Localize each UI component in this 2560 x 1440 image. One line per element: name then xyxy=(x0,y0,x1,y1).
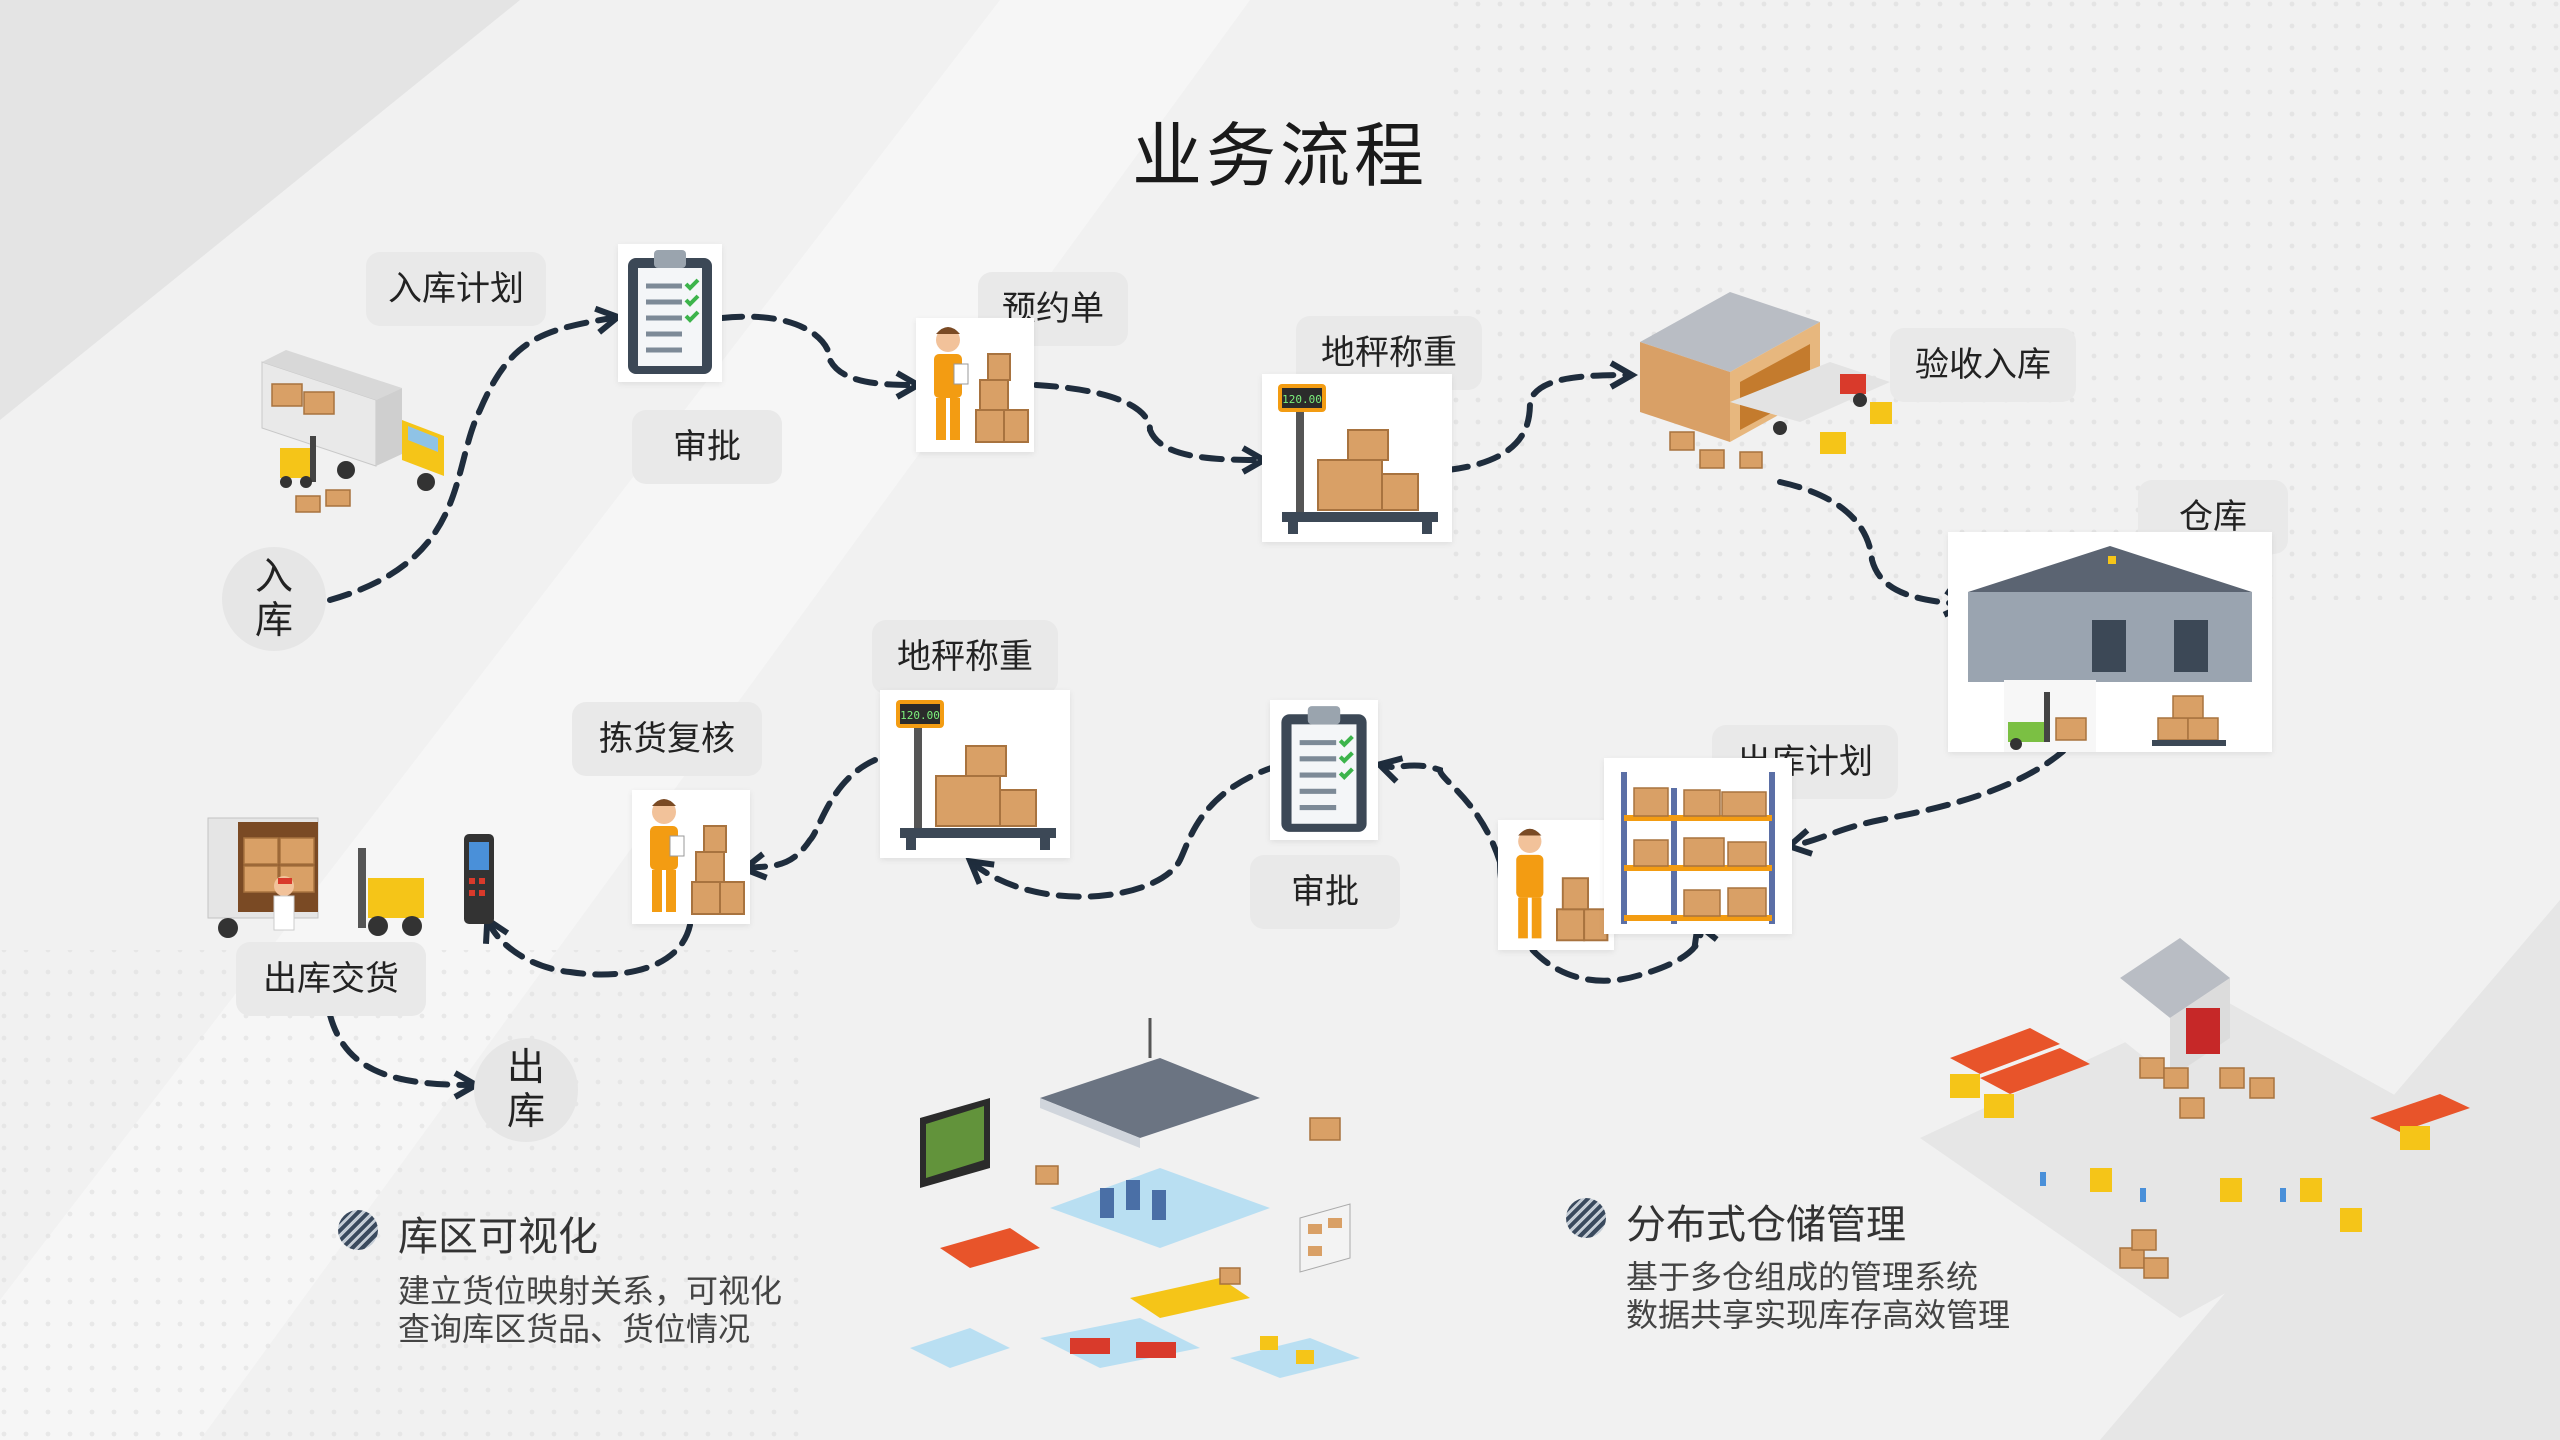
outbound-plan-card xyxy=(1498,820,1614,950)
end-node-line2: 库 xyxy=(506,1089,545,1133)
feature-desc-visual-2: 查询库区货品、货位情况 xyxy=(398,1310,751,1348)
feature-desc-distributed-1: 基于多仓组成的管理系统 xyxy=(1626,1258,1979,1296)
feature-bullet-icon-visual xyxy=(338,1210,378,1250)
feature-desc-visual-1: 建立货位映射关系，可视化 xyxy=(398,1272,783,1310)
inbound-truck-illustration xyxy=(261,350,444,513)
label-outbound-approve: 审批 xyxy=(1250,855,1400,929)
delivery-illustration xyxy=(207,817,494,938)
worker-boxes-icon-appointment xyxy=(916,318,1034,452)
warehouse-card xyxy=(1948,532,2272,752)
arrow-warehouse-to-outplan xyxy=(1783,725,2088,857)
accept-warehouse-illustration xyxy=(1640,292,1892,469)
feature-bullet-icon-distributed xyxy=(1566,1198,1606,1238)
label-accept: 验收入库 xyxy=(1890,328,2076,402)
arrow-deliver-to-end xyxy=(327,1012,483,1100)
feature-desc-distributed-2: 数据共享实现库存高效管理 xyxy=(1626,1296,2011,1334)
feature-title-visual: 库区可视化 xyxy=(398,1214,598,1260)
arrow-accept-to-warehouse xyxy=(1777,479,1973,618)
arrow-plan-to-appointment xyxy=(719,313,925,400)
storage-rack-card xyxy=(1604,758,1792,934)
label-appointment: 预约单 xyxy=(978,272,1128,346)
label-inbound-approve: 审批 xyxy=(632,410,782,484)
arrow-approve-to-weigh xyxy=(965,762,1283,900)
arrow-weigh-to-pick xyxy=(738,757,878,881)
start-node-line2: 库 xyxy=(254,598,293,642)
start-node-line1: 入 xyxy=(254,554,293,599)
label-pick-check: 拣货复核 xyxy=(572,702,762,776)
clipboard-icon-inbound xyxy=(618,244,722,382)
end-node-line1: 出 xyxy=(506,1045,545,1090)
scale-icon-inbound: 120.00 xyxy=(1262,374,1452,542)
worker-boxes-icon-pick xyxy=(632,790,750,924)
start-node-inbound: 入 库 xyxy=(222,547,326,651)
clipboard-icon-outbound xyxy=(1270,700,1378,840)
scale-icon-outbound: 120.00 xyxy=(880,690,1070,858)
arrow-pick-to-deliver xyxy=(482,914,693,978)
end-node-outbound: 出 库 xyxy=(474,1038,578,1142)
label-inbound-plan: 入库计划 xyxy=(366,252,546,326)
visualization-illustration xyxy=(910,1018,1360,1378)
label-deliver: 出库交货 xyxy=(236,942,426,1016)
scale-reading-inbound: 120.00 xyxy=(1282,393,1322,406)
distributed-warehouse-illustration xyxy=(1920,938,2490,1318)
feature-title-distributed: 分布式仓储管理 xyxy=(1626,1202,1906,1248)
arrow-outplan-loop xyxy=(1373,755,1503,865)
arrow-appointment-to-weigh xyxy=(1033,382,1271,475)
page-title: 业务流程 xyxy=(1132,115,1428,197)
arrow-start-to-plan xyxy=(327,305,624,603)
scale-reading-outbound: 120.00 xyxy=(900,709,940,722)
label-outbound-weigh: 地秤称重 xyxy=(872,620,1058,694)
arrow-weigh-to-accept xyxy=(1445,360,1639,473)
